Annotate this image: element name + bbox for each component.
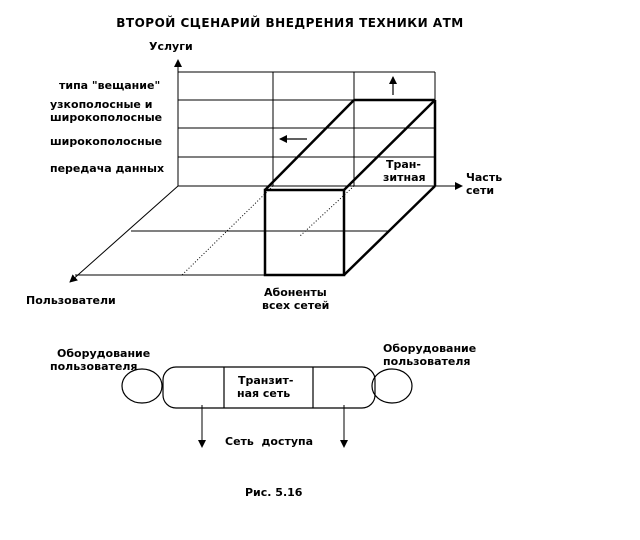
users-axis-label: Пользователи xyxy=(26,294,116,307)
user-equipment-right-line1: Оборудование xyxy=(383,342,476,355)
subscribers-label-line1: Абоненты xyxy=(264,286,327,299)
service-level-narrow-wide-line2: широкополосные xyxy=(50,111,162,124)
transit-solid xyxy=(263,98,437,277)
diagram-title: ВТОРОЙ СЦЕНАРИЙ ВНЕДРЕНИЯ ТЕХНИКИ АТМ xyxy=(116,15,464,30)
transit-label-line2: зитная xyxy=(383,171,426,184)
network-schematic xyxy=(121,366,413,409)
services-grid xyxy=(178,71,436,186)
service-level-wideband: широкополосные xyxy=(50,135,162,148)
floor-grid xyxy=(75,185,435,276)
network-part-label-line2: сети xyxy=(466,184,494,197)
network-bar xyxy=(162,366,376,409)
user-equipment-right-node xyxy=(371,368,413,404)
subscribers-label-line2: всех сетей xyxy=(262,299,329,312)
service-level-broadcast: типа "вещание" xyxy=(59,79,160,92)
service-level-narrow-wide-line1: узкополосные и xyxy=(50,98,152,111)
transit-net-label-line1: Транзит- xyxy=(238,374,293,387)
network-part-label-line1: Часть xyxy=(466,171,502,184)
access-network-label: Сеть доступа xyxy=(225,435,313,448)
services-axis-label: Услуги xyxy=(149,40,193,53)
user-equipment-left-node xyxy=(121,368,163,404)
user-equipment-right-line2: пользователя xyxy=(383,355,470,368)
figure-caption: Рис. 5.16 xyxy=(245,486,303,499)
user-equipment-left-line1: Оборудование xyxy=(57,347,150,360)
transit-net-label-line2: ная сеть xyxy=(237,387,290,400)
service-level-data: передача данных xyxy=(50,162,164,175)
transit-label-line1: Тран- xyxy=(386,158,421,171)
users-axis xyxy=(69,185,179,283)
user-equipment-left-line2: пользователя xyxy=(50,360,137,373)
